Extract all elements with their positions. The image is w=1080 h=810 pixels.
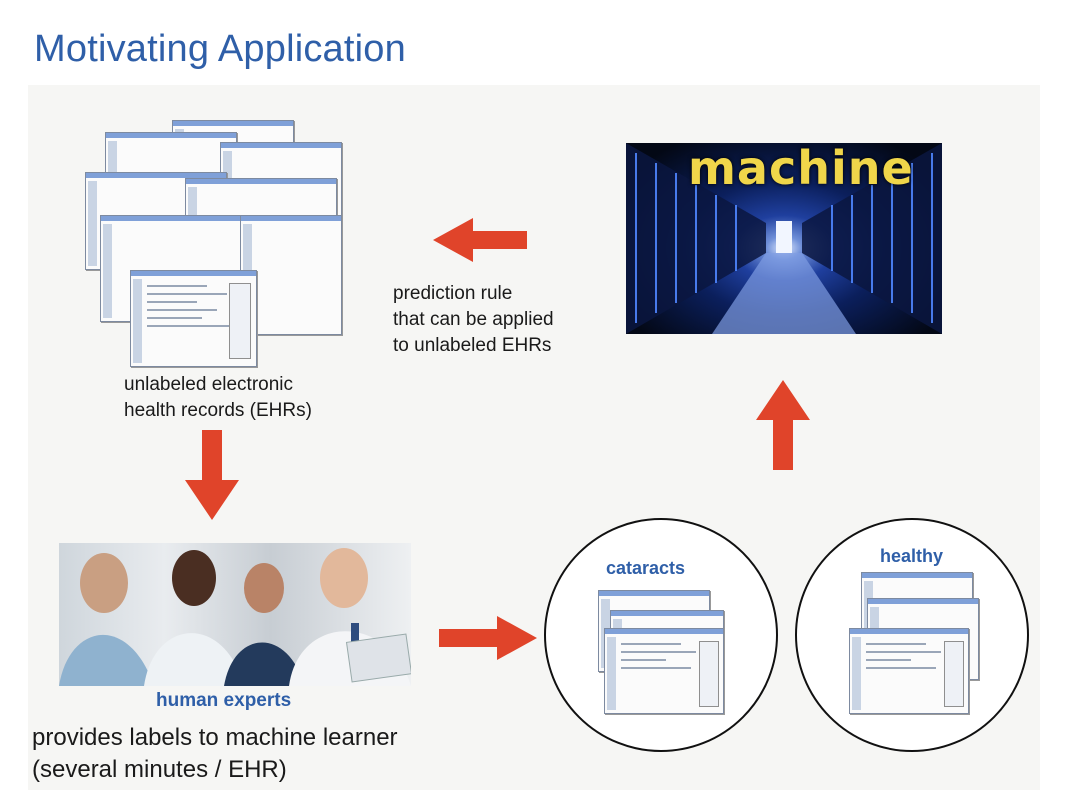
prediction-caption: prediction rule that can be applied to u…: [393, 283, 554, 356]
machine-image: machine: [626, 143, 942, 334]
healthy-records-image: [847, 572, 979, 714]
cataracts-label: cataracts: [606, 558, 686, 578]
cataracts-records-image: [598, 590, 728, 714]
human-experts-photo: [59, 543, 411, 686]
people-graphic: [59, 548, 411, 686]
machine-label: machine: [688, 143, 914, 195]
slide-title: Motivating Application: [34, 28, 406, 70]
human-caption: provides labels to machine learner (seve…: [32, 724, 398, 783]
arrow-up-icon: [756, 380, 810, 470]
cataracts-group-circle: cataracts: [544, 518, 778, 752]
arrow-down-icon: [185, 430, 239, 520]
arrow-left-icon: [433, 218, 527, 262]
healthy-group-circle: healthy: [795, 518, 1029, 752]
healthy-label: healthy: [880, 546, 944, 566]
server-aisle-graphic: [626, 143, 942, 334]
human-experts-label: human experts: [156, 690, 292, 711]
arrow-right-icon: [439, 616, 537, 660]
ehr-stack-image: [80, 120, 350, 367]
ehr-caption: unlabeled electronic health records (EHR…: [124, 374, 312, 421]
